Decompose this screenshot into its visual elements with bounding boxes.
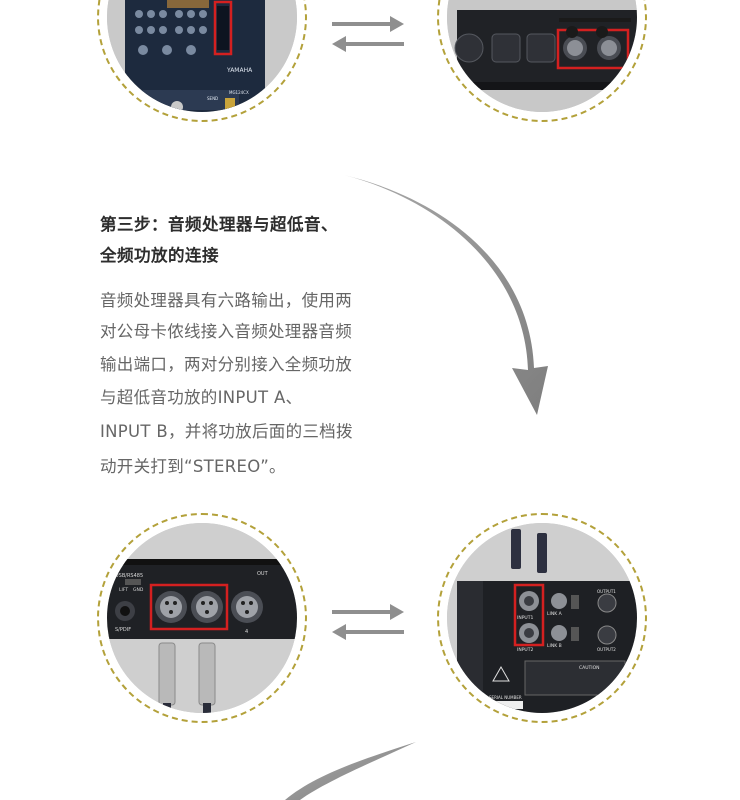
mixer-photo: YAMAHA MG124CX SEND — [107, 0, 297, 112]
amp-link-b-label: LINK B — [547, 643, 562, 649]
step3-body-line: 动开关打到“STEREO”。 — [100, 457, 286, 476]
swap-arrows-icon — [332, 604, 404, 640]
amp-input2-label: INPUT2 — [517, 647, 533, 653]
amplifier-rear-photo: INPUT1 INPUT2 LINK A LINK B OUTPUT1 OUTP… — [447, 523, 637, 713]
proc-gnd-label: GND — [133, 587, 144, 593]
amp-input-cables — [511, 529, 547, 573]
proc-ch4-label: 4 — [245, 629, 248, 635]
processor-rear-photo-circle — [437, 0, 647, 122]
amp-caution-label: CAUTION — [579, 665, 600, 671]
mixer-brand: YAMAHA — [226, 67, 253, 74]
amp-input-highlight — [513, 583, 545, 647]
swap-arrows-icon — [332, 16, 404, 52]
step3-body-line: INPUT B，并将功放后面的三档拨 — [100, 422, 353, 441]
mixer-output-jacks — [217, 6, 229, 50]
xlr-cables — [158, 642, 216, 713]
processor-output-photo-circle: USB/RS485 LIFT GND S/PDIF OUT 4 — [97, 513, 307, 723]
proc-usb-label: USB/RS485 — [115, 573, 143, 579]
processor-rear-photo — [447, 0, 637, 112]
curve-arrow-1 — [344, 175, 548, 415]
processor-output-highlight — [556, 28, 630, 70]
step3-body-line: 与超低音功放的INPUT A、 — [100, 388, 303, 407]
mixer-photo-circle: YAMAHA MG124CX SEND — [97, 0, 307, 122]
amp-serial-label: SERIAL NUMBER — [489, 695, 522, 700]
proc-output-highlight — [149, 583, 229, 631]
xlr-output-connectors — [155, 591, 263, 623]
amplifier-rear-photo-circle: INPUT1 INPUT2 LINK A LINK B OUTPUT1 OUTP… — [437, 513, 647, 723]
step3-body-line: 对公母卡侬线接入音频处理器音频 — [100, 322, 352, 341]
proc-out-label: OUT — [257, 571, 269, 577]
curve-arrow-2 — [285, 742, 416, 800]
step3-body-line: 音频处理器具有六路输出，使用两 — [100, 291, 352, 310]
amp-output2-label: OUTPUT2 — [597, 647, 616, 652]
proc-spdif-label: S/PDIF — [115, 627, 131, 633]
amp-input1-label: INPUT1 — [517, 615, 533, 621]
amp-output1-label: OUTPUT1 — [597, 589, 616, 594]
processor-output-photo: USB/RS485 LIFT GND S/PDIF OUT 4 — [107, 523, 297, 713]
step3-heading-line2: 全频功放的连接 — [100, 246, 219, 265]
step3-body-line: 输出端口，两对分别接入全频功放 — [100, 355, 352, 374]
mixer-highlight-box — [213, 0, 233, 56]
mixer-label: SEND — [207, 96, 218, 101]
step3-heading-line1: 第三步：音频处理器与超低音、 — [100, 215, 338, 234]
proc-lift-label: LIFT — [119, 587, 128, 593]
amp-link-a-label: LINK A — [547, 611, 563, 617]
mixer-model: MG124CX — [229, 90, 249, 95]
